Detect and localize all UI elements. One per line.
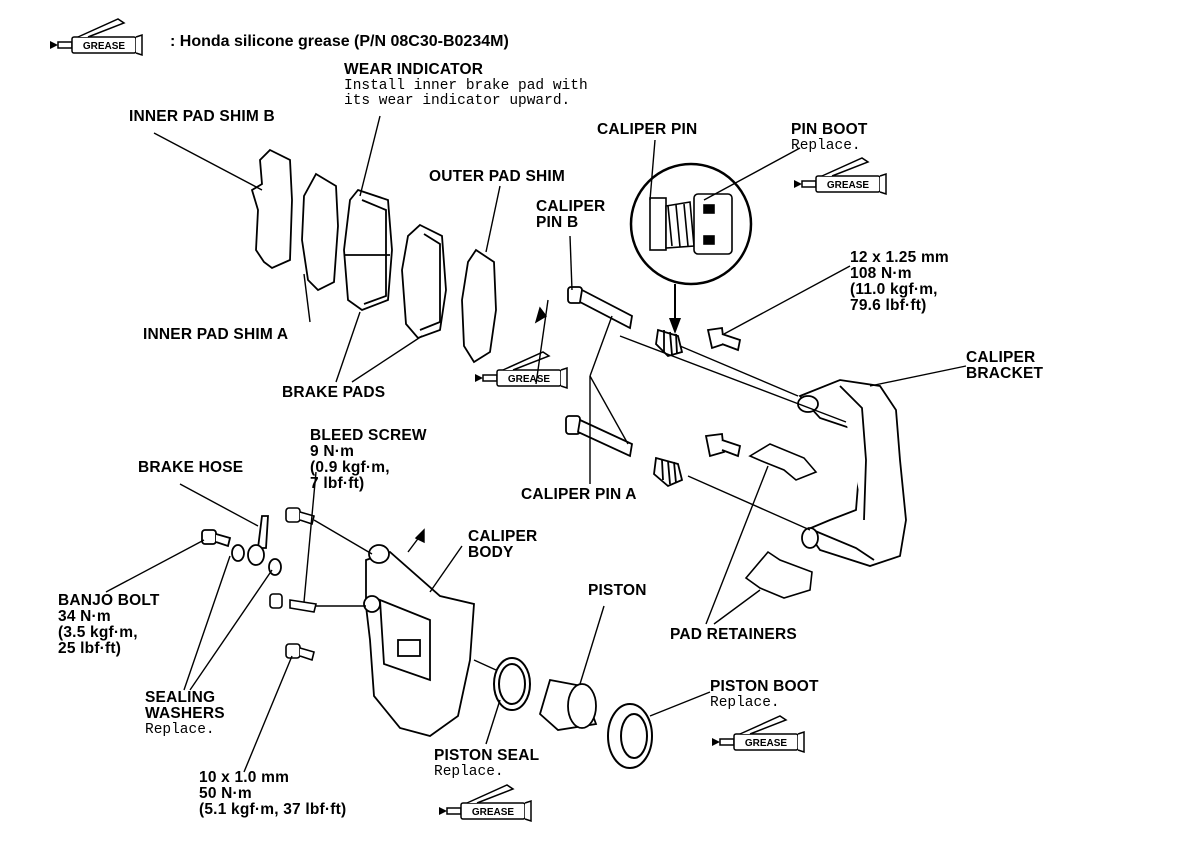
caliper-body: [363, 544, 475, 737]
bracket-bolt-lower: [704, 432, 742, 458]
label-piston-seal: PISTON SEAL: [434, 747, 540, 764]
leader-lines: [105, 115, 967, 773]
note-piston-seal: Replace.: [434, 764, 504, 780]
bleed-screw: [269, 593, 317, 613]
outer-brake-pad: [401, 223, 447, 340]
inner-brake-pad: [343, 188, 393, 312]
note-sealing-washers: Replace.: [145, 722, 215, 738]
piston-boot: [607, 703, 653, 769]
label-caliper-pin-b: CALIPER PIN B: [536, 198, 606, 231]
pin-boot-upper: [655, 328, 684, 358]
label-caliper-bracket: CALIPER BRACKET: [966, 349, 1044, 382]
svg-text:GREASE: GREASE: [745, 738, 788, 749]
svg-text:GREASE: GREASE: [472, 807, 515, 818]
caliper-bolts: [285, 507, 315, 662]
label-wear-indicator: WEAR INDICATOR: [344, 61, 484, 78]
label-pad-retainers: PAD RETAINERS: [670, 626, 797, 643]
caliper-bracket: [797, 379, 907, 567]
inner-pad-shim-a: [301, 172, 339, 292]
note-wear-indicator: Install inner brake pad with its wear in…: [344, 78, 588, 109]
svg-text:GREASE: GREASE: [827, 180, 870, 191]
caliper-pin-a: [565, 415, 634, 458]
svg-text:GREASE: GREASE: [83, 41, 126, 52]
label-bleed-screw: BLEED SCREW 9 N·m (0.9 kgf·m, 7 lbf·ft): [310, 427, 427, 492]
label-caliper-pin-a: CALIPER PIN A: [521, 486, 637, 503]
label-banjo-bolt: BANJO BOLT 34 N·m (3.5 kgf·m, 25 lbf·ft): [58, 592, 160, 657]
banjo-bolt: [201, 529, 232, 548]
label-inner-pad-shim-b: INNER PAD SHIM B: [129, 108, 275, 125]
brake-hose: [247, 515, 269, 566]
note-pin-boot: Replace.: [791, 138, 861, 154]
pin-boot-grease-icon: GREASE: [793, 157, 887, 195]
label-caliper-pin: CALIPER PIN: [597, 121, 698, 138]
piston-boot-grease-icon: GREASE: [711, 715, 805, 753]
label-caliper-body: CALIPER BODY: [468, 528, 538, 561]
piston-seal: [493, 657, 531, 711]
pin-boot-lower: [653, 456, 684, 488]
svg-text:GREASE: GREASE: [508, 374, 551, 385]
caliper-pin-detail-circle: [629, 162, 753, 334]
outer-pad-shim: [461, 248, 497, 364]
label-outer-pad-shim: OUTER PAD SHIM: [429, 168, 565, 185]
label-torque-12x125: 12 x 1.25 mm 108 N·m (11.0 kgf·m, 79.6 l…: [850, 249, 949, 314]
piston: [538, 678, 598, 731]
label-brake-hose: BRAKE HOSE: [138, 459, 244, 476]
label-inner-pad-shim-a: INNER PAD SHIM A: [143, 326, 289, 343]
pad-retainer-upper: [748, 443, 818, 481]
label-piston-boot: PISTON BOOT: [710, 678, 819, 695]
pin-grease-icon: GREASE: [474, 351, 568, 389]
legend-text: : Honda silicone grease (P/N 08C30-B0234…: [170, 33, 509, 50]
pad-retainer-lower: [744, 550, 813, 599]
label-sealing-washers: SEALING WASHERS: [145, 689, 225, 722]
caliper-pin-b: [567, 286, 633, 330]
piston-seal-grease-icon: GREASE: [438, 784, 532, 822]
label-pin-boot: PIN BOOT: [791, 121, 868, 138]
inner-pad-shim-b: [250, 148, 293, 270]
label-torque-10x10: 10 x 1.0 mm 50 N·m (5.1 kgf·m, 37 lbf·ft…: [199, 769, 347, 818]
note-piston-boot: Replace.: [710, 695, 780, 711]
legend-grease-icon: GREASE: [49, 18, 143, 56]
sealing-washers: [231, 544, 282, 576]
bracket-bolt-upper: [706, 326, 742, 352]
label-brake-pads: BRAKE PADS: [282, 384, 386, 401]
label-piston: PISTON: [588, 582, 647, 599]
